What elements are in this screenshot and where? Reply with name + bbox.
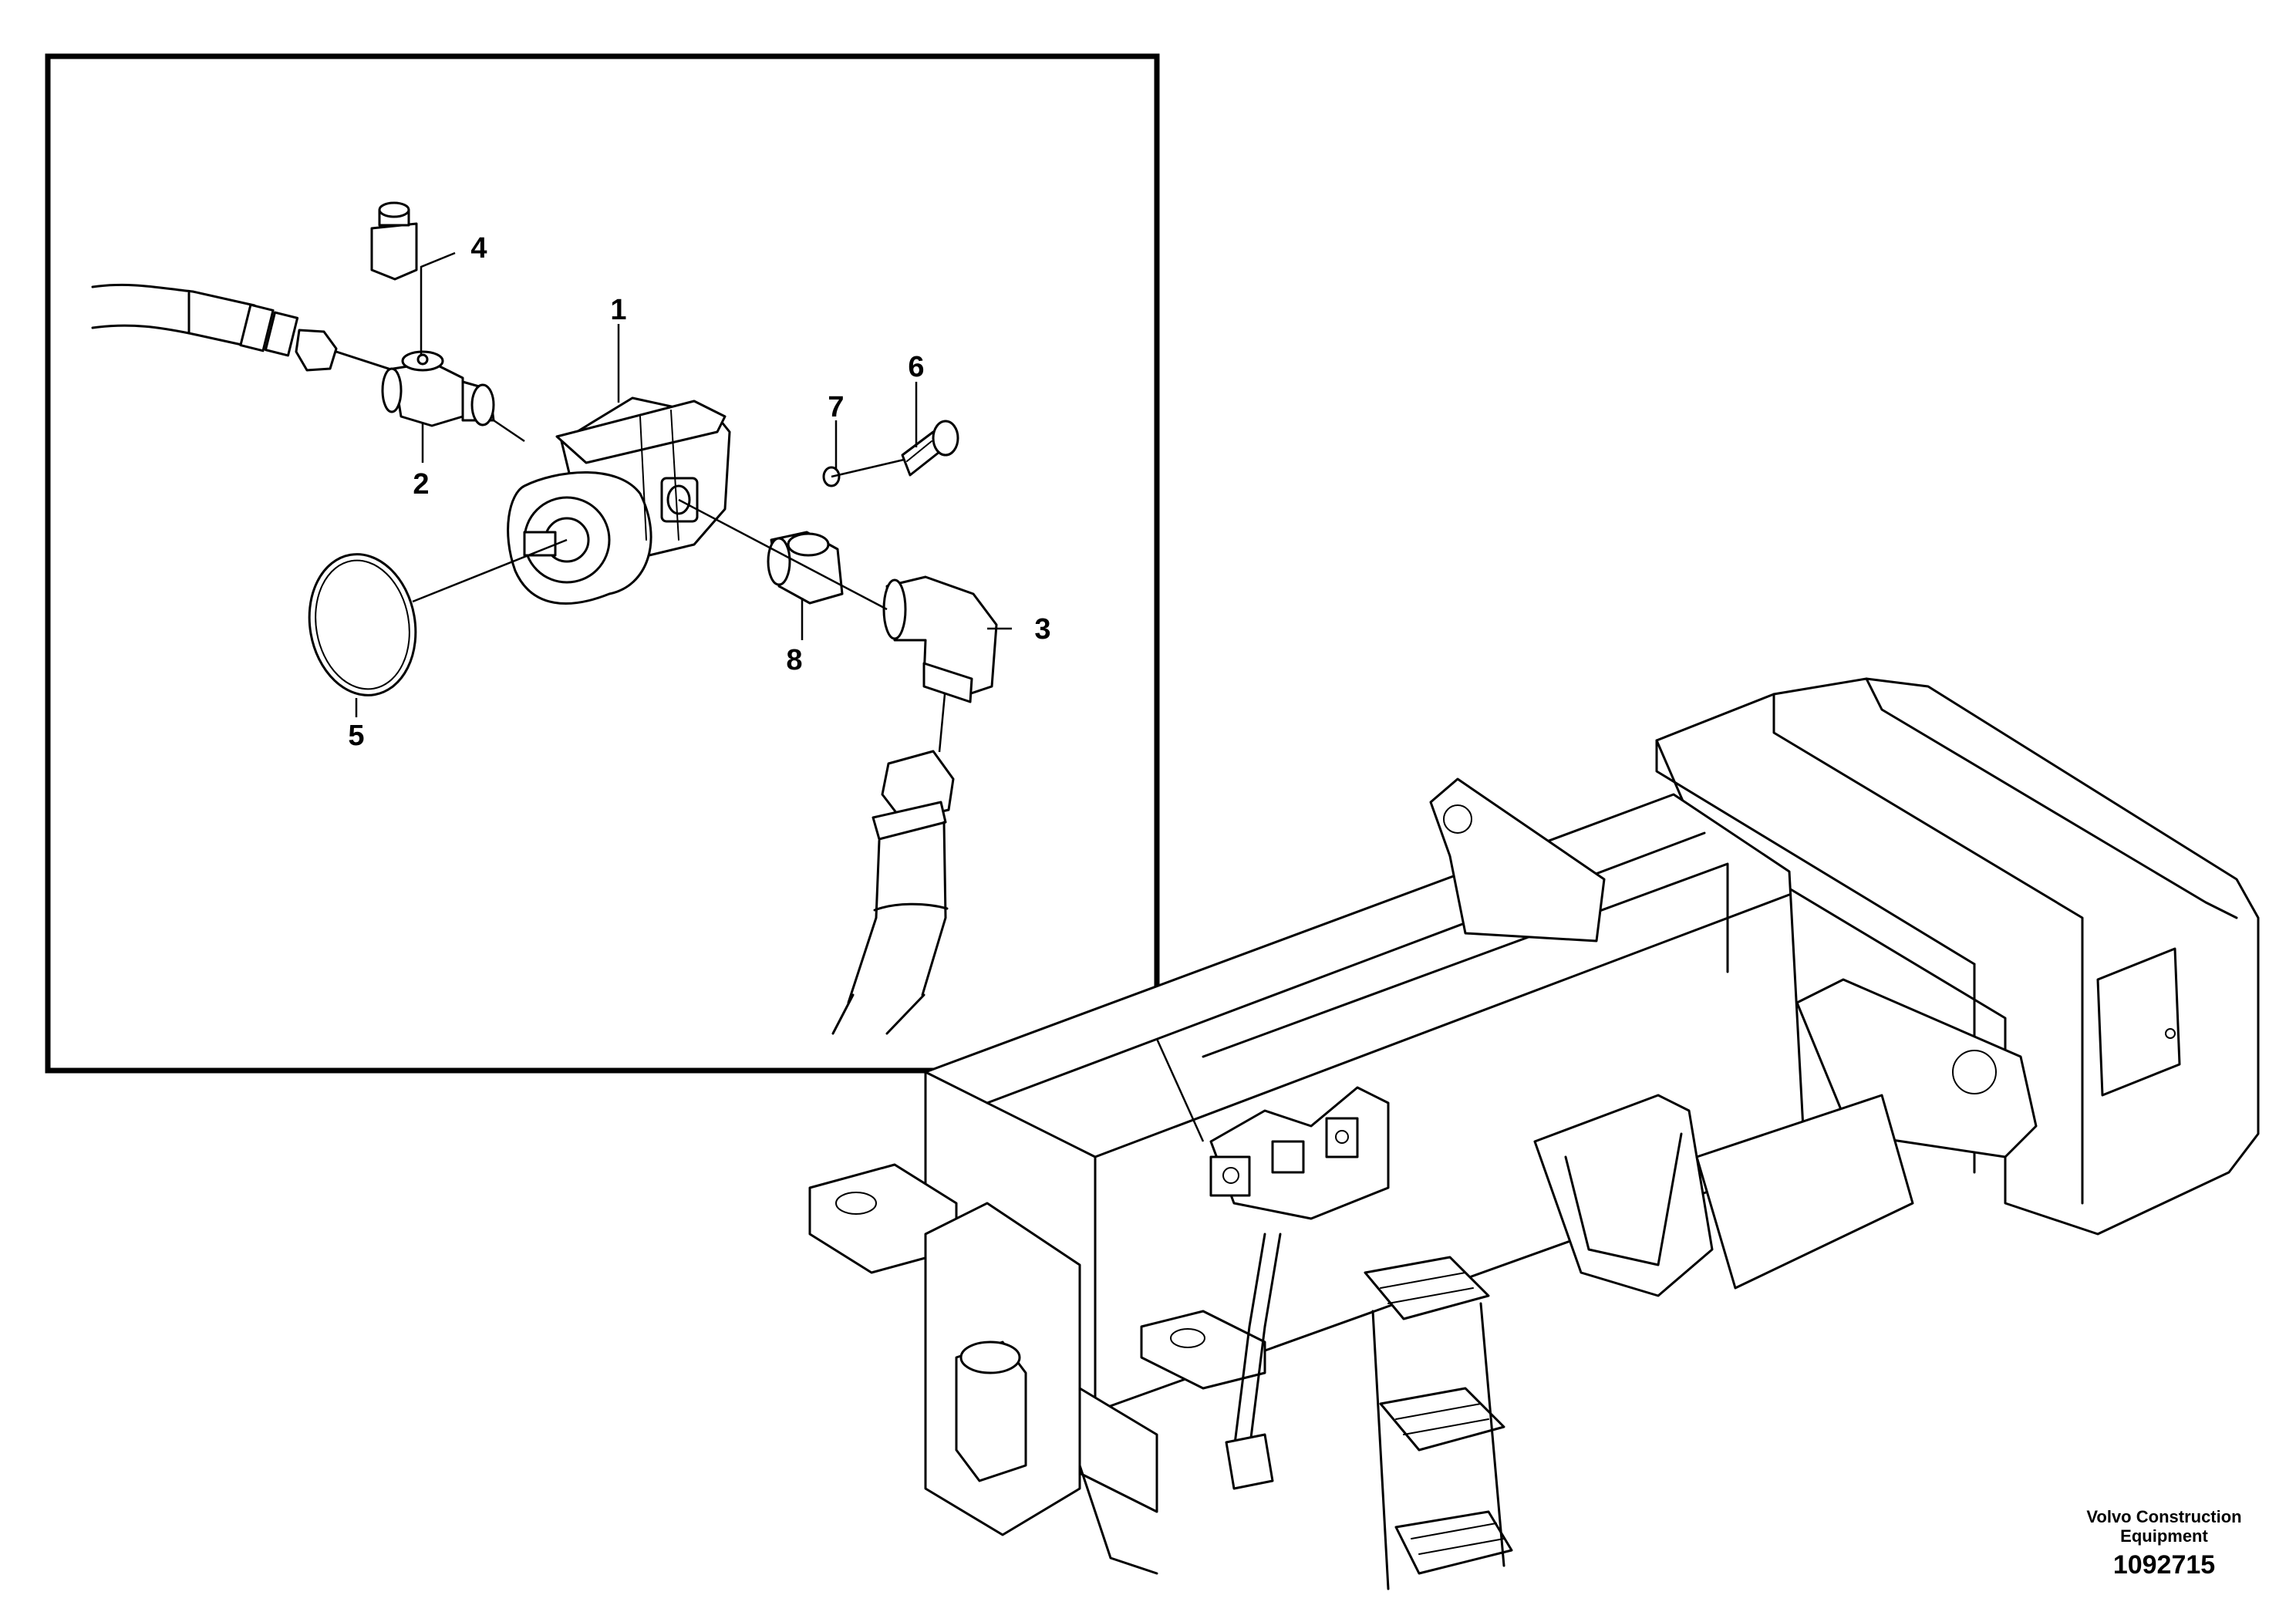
plug-fitting (370, 201, 418, 281)
cap-screw (901, 420, 959, 477)
machine-frame (808, 677, 2260, 1590)
tee-fitting (381, 350, 495, 427)
detail-inset: 1 2 3 4 5 6 7 8 (45, 53, 1210, 1087)
callout-7: 7 (828, 391, 844, 423)
callout-4: 4 (470, 232, 487, 265)
figure-number: 1092715 (2113, 1550, 2215, 1580)
title-block: Volvo Construction Equipment 1092715 (2086, 1507, 2241, 1580)
hose-upper (91, 283, 395, 372)
brand-line-2: Equipment (2120, 1526, 2208, 1546)
callout-3: 3 (1034, 613, 1050, 646)
hose-lower (831, 750, 955, 1035)
elbow-fitting (882, 575, 998, 703)
callout-2: 2 (413, 468, 429, 501)
callout-5: 5 (348, 720, 364, 752)
leader-lines (355, 251, 1012, 753)
callout-8: 8 (786, 644, 802, 676)
pump-valve-assembly (1209, 1086, 1390, 1220)
callout-6: 6 (908, 351, 924, 383)
callout-1: 1 (610, 294, 626, 326)
brand-line-1: Volvo Construction (2086, 1507, 2241, 1526)
steps (1364, 1256, 1513, 1590)
o-ring (308, 553, 417, 696)
